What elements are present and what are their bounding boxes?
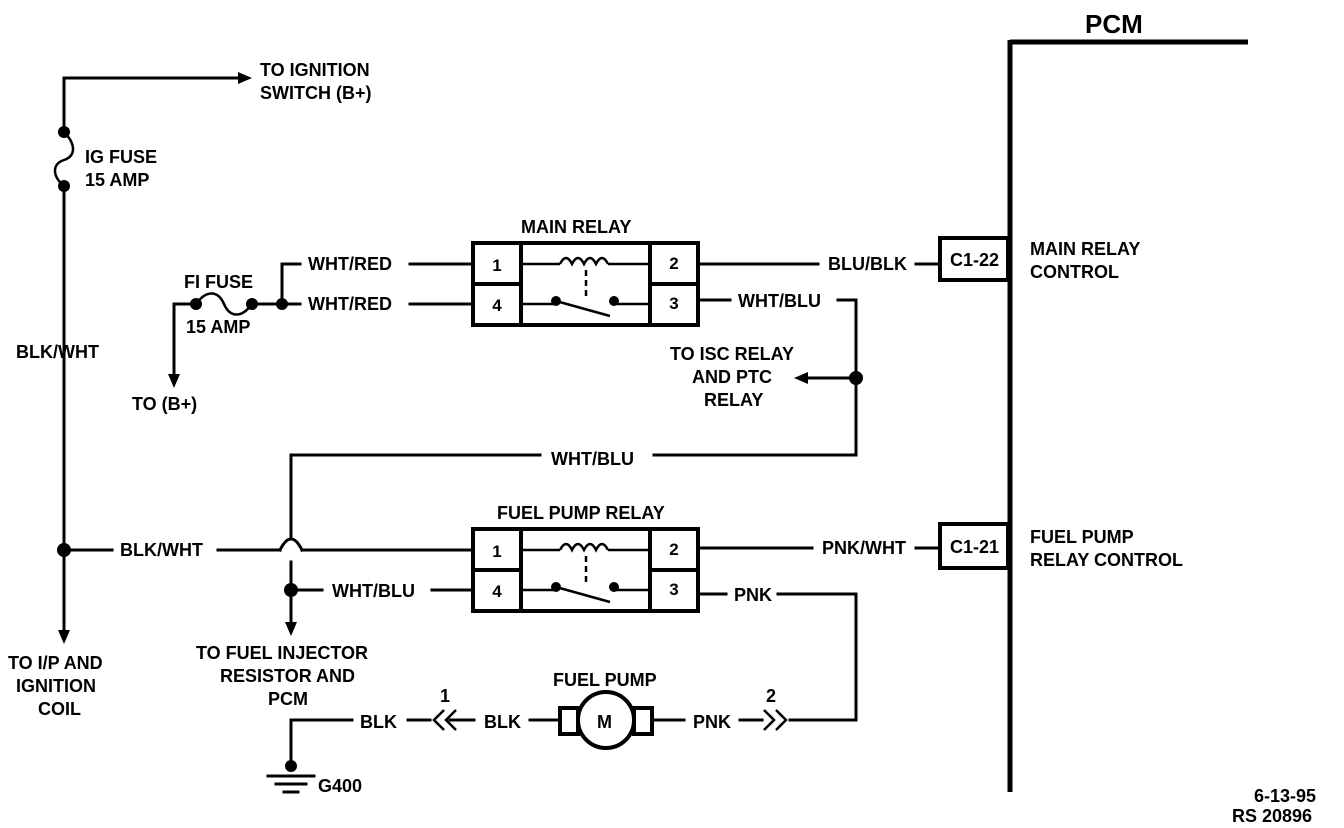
pnk-wht-label: PNK/WHT	[822, 538, 906, 558]
fuel-pump: FUEL PUMP M BLK PNK 2 1 BLK	[285, 670, 788, 772]
fp-relay-control-2: RELAY CONTROL	[1030, 550, 1183, 570]
blk-ground-label: BLK	[360, 712, 397, 732]
pnk-relay-label: PNK	[734, 585, 772, 605]
motor-symbol: M	[597, 712, 612, 732]
g400-label: G400	[318, 776, 362, 796]
fp-relay-pin-4: 4	[492, 582, 502, 601]
wht-blu-relay-label: WHT/BLU	[332, 581, 415, 601]
wht-blu-label-main: WHT/BLU	[738, 291, 821, 311]
pcm-block: PCM	[1007, 9, 1248, 792]
isc-label-1: TO ISC RELAY	[670, 344, 794, 364]
fi-fuse-label-2: 15 AMP	[186, 317, 250, 337]
blk-pump-label: BLK	[484, 712, 521, 732]
c1-21-connector: C1-21	[950, 537, 999, 557]
wht-blu-feed-label: WHT/BLU	[551, 449, 634, 469]
ground-symbol: G400	[266, 774, 362, 796]
wht-red-label-1: WHT/RED	[308, 254, 392, 274]
main-relay: MAIN RELAY 1 4 2 3	[471, 217, 700, 327]
fp-relay-pin-2: 2	[669, 540, 678, 559]
to-ip-label-2: IGNITION	[16, 676, 96, 696]
ig-fuse-label-1: IG FUSE	[85, 147, 157, 167]
to-ip-label-3: COIL	[38, 699, 81, 719]
main-relay-pin-4: 4	[492, 296, 502, 315]
fuel-pump-title: FUEL PUMP	[553, 670, 657, 690]
to-batt-label: TO (B+)	[132, 394, 197, 414]
pcm-title: PCM	[1085, 9, 1143, 39]
injector-label-1: TO FUEL INJECTOR	[196, 643, 368, 663]
main-relay-title: MAIN RELAY	[521, 217, 631, 237]
fi-fuse-label-1: FI FUSE	[184, 272, 253, 292]
pump-connector-pin-1: 1	[440, 686, 450, 706]
fi-fuse: FI FUSE 15 AMP TO (B+)	[132, 262, 302, 414]
main-relay-pin-2: 2	[669, 254, 678, 273]
fuel-pump-relay-title: FUEL PUMP RELAY	[497, 503, 665, 523]
main-relay-control-2: CONTROL	[1030, 262, 1119, 282]
blk-wht-relay-label: BLK/WHT	[120, 540, 203, 560]
main-relay-pin-3: 3	[669, 294, 678, 313]
isc-label-2: AND PTC	[692, 367, 772, 387]
pnk-pump-label: PNK	[693, 712, 731, 732]
ig-fuse-label-2: 15 AMP	[85, 170, 149, 190]
fp-relay-control-1: FUEL PUMP	[1030, 527, 1134, 547]
ignition-feed: TO IGNITION SWITCH (B+) IG FUSE 15 AMP B…	[8, 60, 372, 719]
isc-label-3: RELAY	[704, 390, 763, 410]
fp-relay-pin-1: 1	[492, 542, 501, 561]
wht-red-label-2: WHT/RED	[308, 294, 392, 314]
footer-date: 6-13-95	[1254, 786, 1316, 806]
blk-wht-wire-label: BLK/WHT	[16, 342, 99, 362]
c1-22-connector: C1-22	[950, 250, 999, 270]
main-relay-pin-1: 1	[492, 256, 501, 275]
main-relay-wiring: WHT/RED WHT/RED BLU/BLK C1-22 MAIN RELAY…	[284, 236, 1140, 636]
to-ignition-label-2: SWITCH (B+)	[260, 83, 372, 103]
fuel-pump-relay-wiring: BLK/WHT WHT/BLU PNK/WHT C1-21 FUEL PUMP …	[62, 522, 1183, 722]
fp-relay-pin-3: 3	[669, 580, 678, 599]
injector-label-3: PCM	[268, 689, 308, 709]
to-ip-label-1: TO I/P AND	[8, 653, 103, 673]
main-relay-control-1: MAIN RELAY	[1030, 239, 1140, 259]
footer-ref: RS 20896	[1232, 806, 1312, 826]
fuel-pump-relay: FUEL PUMP RELAY 1 4 2 3	[471, 503, 700, 613]
to-ignition-label-1: TO IGNITION	[260, 60, 370, 80]
injector-label-2: RESISTOR AND	[220, 666, 355, 686]
pump-connector-pin-2: 2	[766, 686, 776, 706]
blu-blk-label: BLU/BLK	[828, 254, 907, 274]
